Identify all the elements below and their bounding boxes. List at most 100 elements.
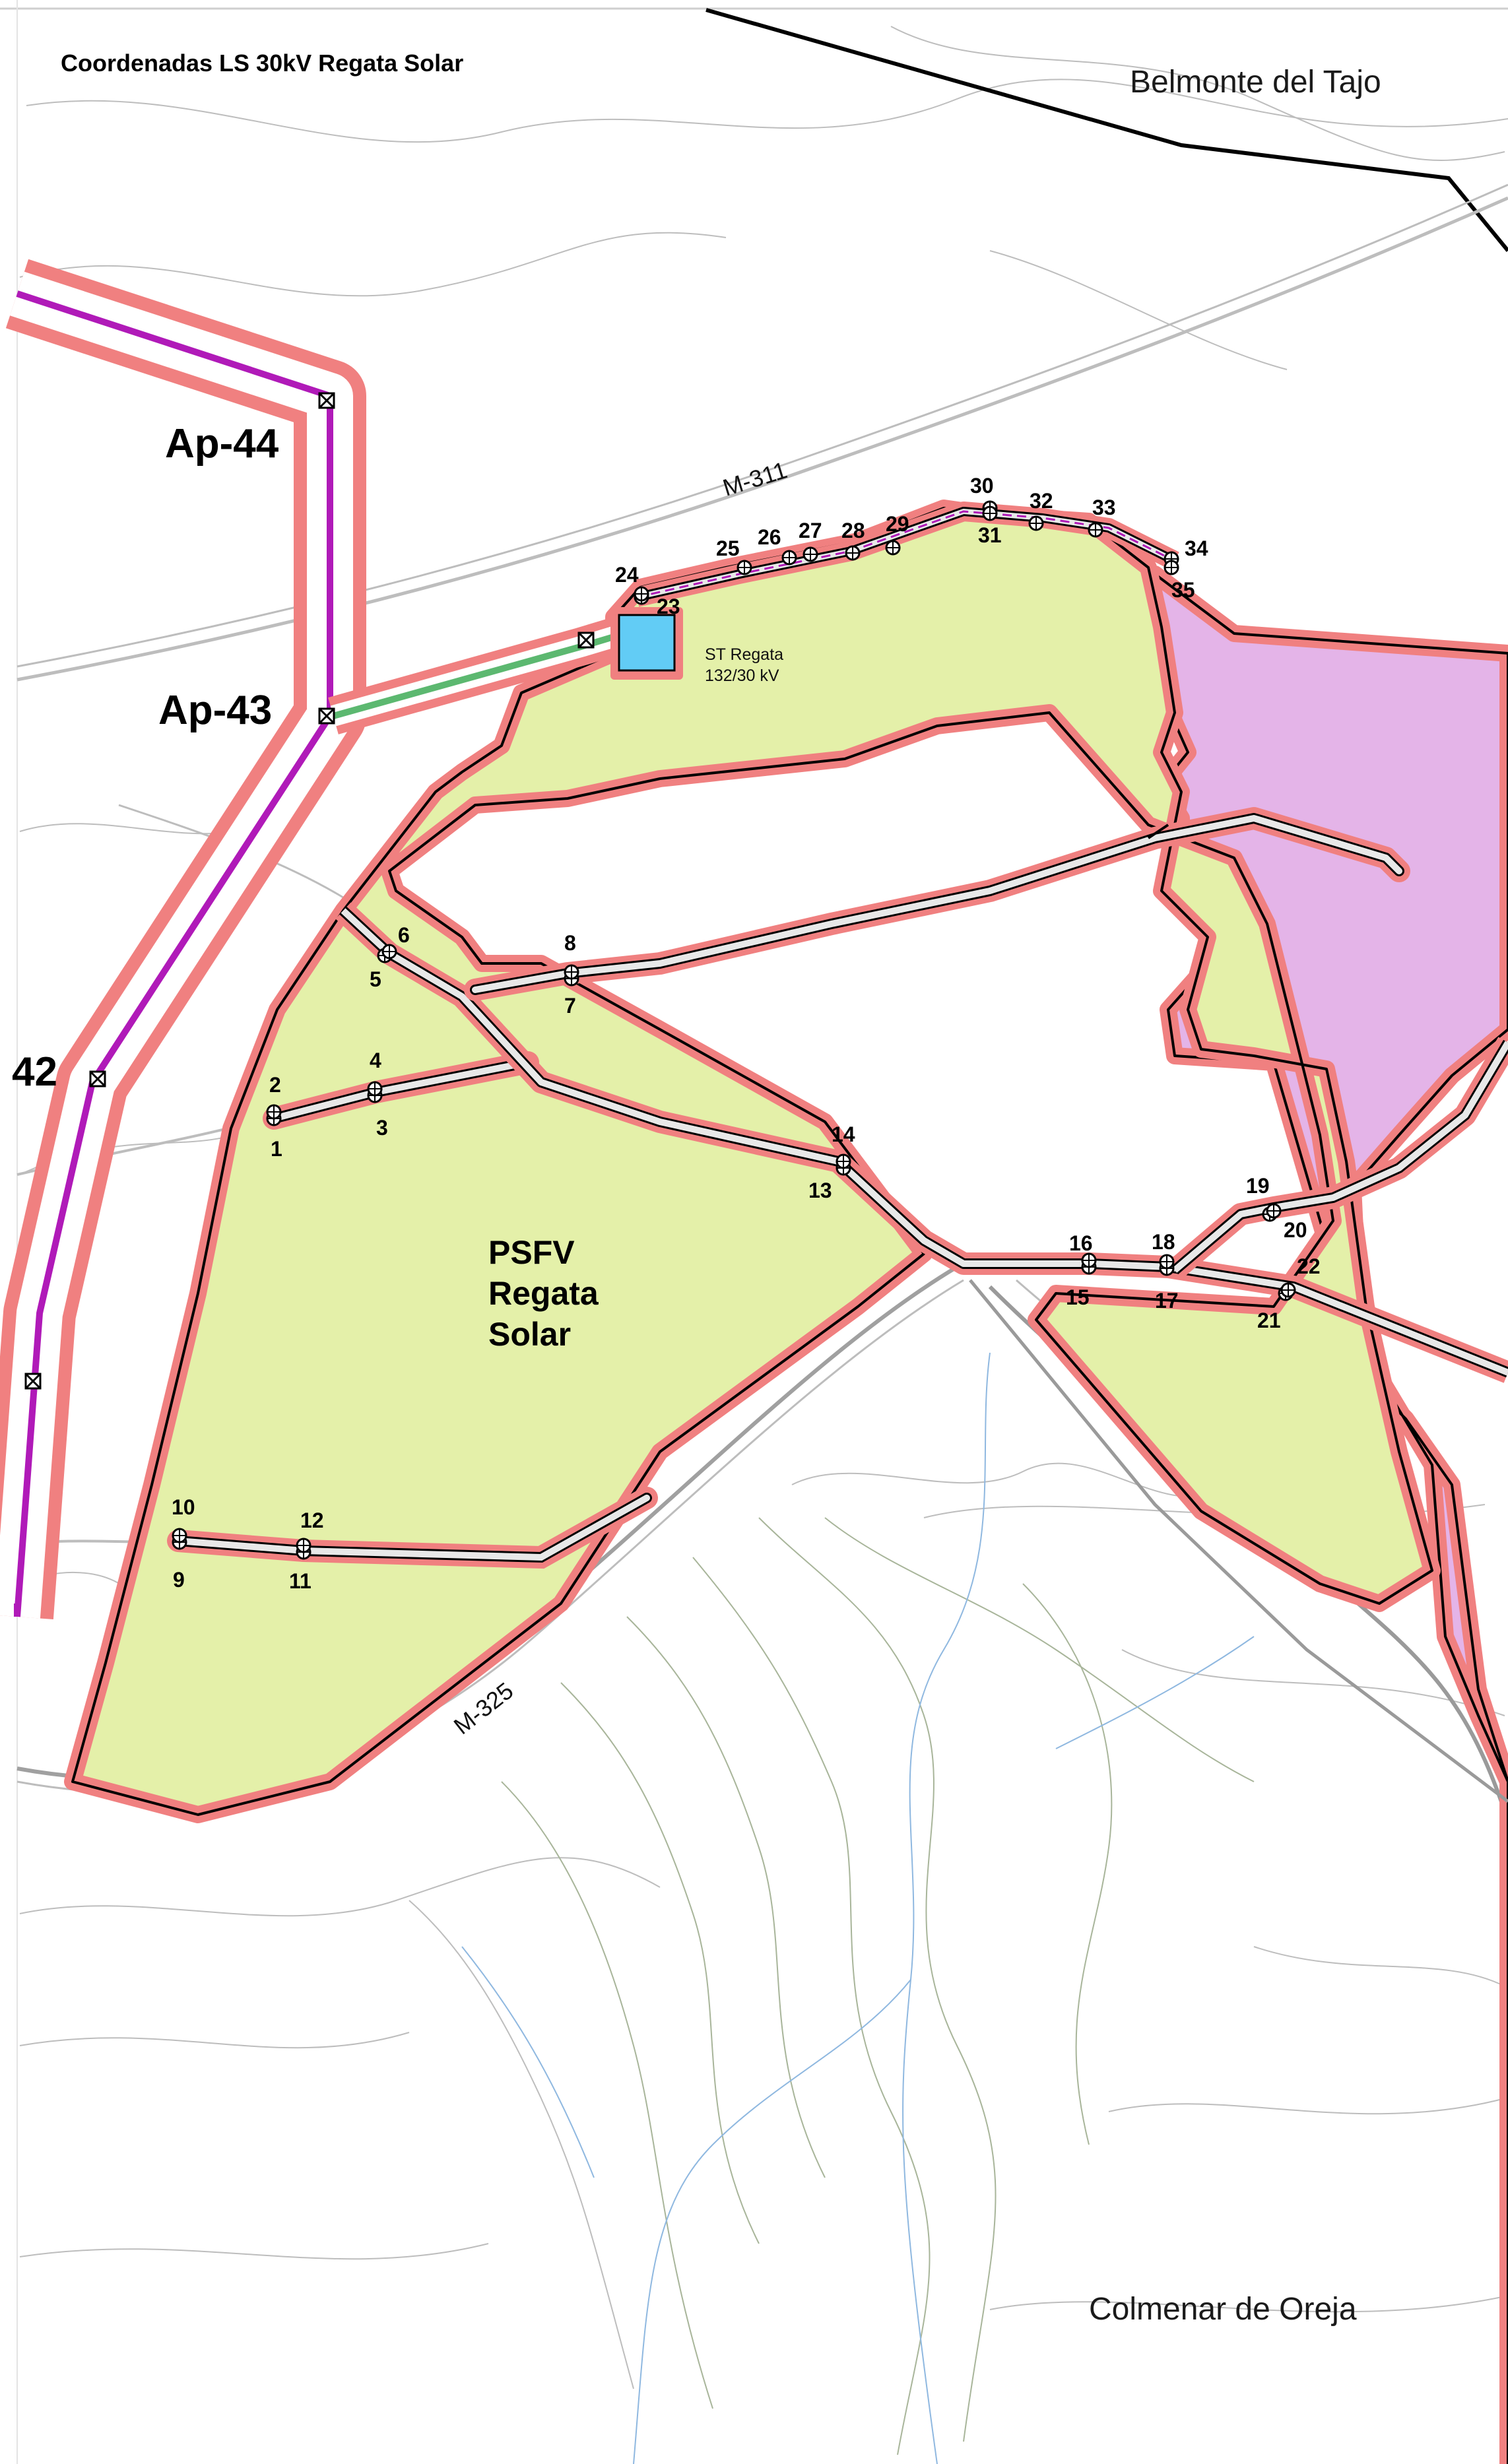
point-27-marker: 27 xyxy=(799,519,822,562)
point-cross-icon xyxy=(837,1155,850,1168)
point-cross-icon xyxy=(1282,1283,1295,1297)
point-label: 25 xyxy=(716,536,740,560)
point-29-marker: 29 xyxy=(885,512,909,556)
point-22-marker: 22 xyxy=(1280,1254,1321,1298)
point-label: 22 xyxy=(1297,1254,1321,1278)
point-31-marker: 31 xyxy=(978,505,1002,547)
point-cross-icon xyxy=(783,551,796,564)
road-m311 xyxy=(634,502,1179,607)
point-label: 34 xyxy=(1185,536,1208,560)
point-cross-icon xyxy=(1082,1254,1096,1267)
point-label: 29 xyxy=(886,512,909,536)
point-label: 32 xyxy=(1030,489,1053,513)
point-label: 35 xyxy=(1171,578,1195,602)
point-label: 6 xyxy=(398,923,410,947)
point-cross-icon xyxy=(983,507,997,520)
tower-ap41-icon xyxy=(24,1373,42,1390)
point-label: 10 xyxy=(172,1495,195,1519)
point-label: 33 xyxy=(1092,496,1116,519)
substation: ST Regata 132/30 kV xyxy=(610,607,783,685)
point-28-marker: 28 xyxy=(841,519,865,561)
towers xyxy=(24,392,595,1390)
point-cross-icon xyxy=(383,945,396,958)
tower-ap42-icon xyxy=(89,1070,106,1087)
point-cross-icon xyxy=(846,546,859,560)
point-cross-icon xyxy=(173,1529,186,1542)
point-cross-icon xyxy=(635,587,648,600)
point-cross-icon xyxy=(804,548,817,561)
point-8-marker: 8 xyxy=(564,931,579,980)
plant-label-line3: Solar xyxy=(488,1316,571,1353)
point-label: 24 xyxy=(615,563,639,587)
point-10-marker: 10 xyxy=(172,1495,195,1543)
point-label: 15 xyxy=(1066,1285,1090,1309)
point-cross-icon xyxy=(1030,517,1043,530)
point-cross-icon xyxy=(368,1082,381,1095)
point-cross-icon xyxy=(886,541,900,554)
point-16-marker: 16 xyxy=(1069,1231,1097,1268)
point-label: 1 xyxy=(271,1137,282,1161)
point-cross-icon xyxy=(267,1105,280,1119)
point-label: 13 xyxy=(808,1179,832,1202)
point-label: 27 xyxy=(799,519,822,542)
point-35-marker: 35 xyxy=(1164,560,1195,602)
point-cross-icon xyxy=(297,1539,310,1552)
point-2-marker: 2 xyxy=(266,1073,282,1120)
point-cross-icon xyxy=(1165,561,1178,574)
point-label: 14 xyxy=(832,1122,855,1146)
point-6-marker: 6 xyxy=(381,923,410,959)
point-label: 23 xyxy=(657,595,680,618)
tower-ap43-icon xyxy=(318,707,335,725)
tower-ap44-label: Ap-44 xyxy=(165,421,279,467)
point-label: 8 xyxy=(564,931,576,955)
point-24-marker: 24 xyxy=(615,563,649,602)
plant-label-line2: Regata xyxy=(488,1275,599,1312)
point-14-marker: 14 xyxy=(832,1122,855,1169)
substation-entry-icon xyxy=(577,632,595,649)
point-label: 30 xyxy=(970,474,994,498)
point-label: 26 xyxy=(758,525,781,549)
coordinate-points: 1234567891011121314151617181920212223242… xyxy=(172,474,1321,1593)
point-18-marker: 18 xyxy=(1152,1230,1175,1270)
municipal-boundary xyxy=(705,8,1508,252)
point-label: 12 xyxy=(300,1508,324,1532)
point-label: 3 xyxy=(376,1116,388,1140)
point-cross-icon xyxy=(1089,523,1102,536)
point-label: 28 xyxy=(841,519,865,542)
town-north-label: Belmonte del Tajo xyxy=(1130,65,1381,100)
map-title: Coordenadas LS 30kV Regata Solar xyxy=(61,49,463,77)
point-32-marker: 32 xyxy=(1028,489,1053,531)
point-label: 16 xyxy=(1069,1231,1093,1255)
point-cross-icon xyxy=(1267,1204,1280,1217)
tower-ap44-icon xyxy=(318,392,335,409)
internal-roads xyxy=(167,807,1508,1803)
point-cross-icon xyxy=(565,965,578,979)
substation-name: ST Regata xyxy=(705,645,783,664)
point-33-marker: 33 xyxy=(1088,496,1116,538)
tower-ap42-label: 42 xyxy=(12,1049,57,1095)
hv-line-corridor xyxy=(0,259,366,1620)
plant-label-line1: PSFV xyxy=(488,1234,575,1271)
point-label: 9 xyxy=(173,1568,185,1592)
point-cross-icon xyxy=(1160,1255,1173,1268)
tower-ap43-label: Ap-43 xyxy=(158,688,272,733)
point-label: 2 xyxy=(269,1073,281,1097)
point-cross-icon xyxy=(738,561,751,574)
point-label: 31 xyxy=(978,523,1002,547)
substation-box xyxy=(618,614,676,672)
point-label: 20 xyxy=(1284,1218,1307,1242)
substation-voltage: 132/30 kV xyxy=(705,666,779,685)
point-label: 5 xyxy=(370,967,381,991)
point-4-marker: 4 xyxy=(367,1049,383,1097)
point-label: 18 xyxy=(1152,1230,1175,1254)
point-26-marker: 26 xyxy=(758,525,797,566)
point-label: 21 xyxy=(1257,1309,1281,1332)
point-label: 7 xyxy=(564,994,576,1018)
point-20-marker: 20 xyxy=(1266,1203,1307,1242)
point-label: 11 xyxy=(289,1569,311,1593)
point-25-marker: 25 xyxy=(716,536,752,575)
point-label: 17 xyxy=(1155,1289,1179,1313)
point-12-marker: 12 xyxy=(296,1508,324,1553)
point-label: 4 xyxy=(370,1049,381,1072)
